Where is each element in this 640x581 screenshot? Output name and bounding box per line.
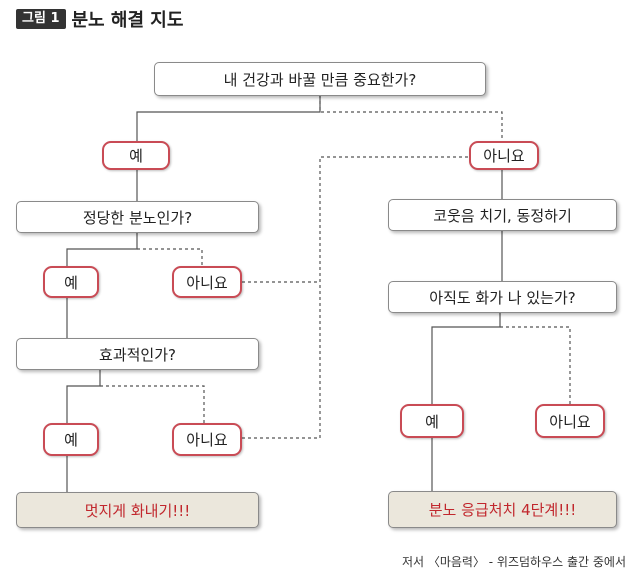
answer-no-pill-3: 아니요 [172,423,242,456]
answer-no-label: 아니요 [186,273,228,292]
answer-no-pill-4: 아니요 [535,404,605,438]
figure-label: 그림 1 [16,9,66,29]
connector-justified-no [137,248,203,266]
connector-no-merge-2 [242,282,321,439]
source-credit: 저서 〈마음력〉 - 위즈덤하우스 출간 중에서 [401,555,626,569]
answer-yes-label: 예 [64,273,78,292]
answer-yes-label: 예 [64,431,78,449]
question-effective-box: 효과적인가? [16,338,259,370]
connector-health-no [319,95,503,141]
connector-effective-yes [66,369,101,423]
answer-no-label: 아니요 [549,412,591,431]
answer-yes-label: 예 [425,412,439,431]
answer-yes-pill-2: 예 [43,266,99,298]
question-justified-text: 정당한 분노인가? [82,208,193,227]
question-justified-box: 정당한 분노인가? [16,201,259,233]
result-cool-text: 멋지게 화내기!!! [84,501,191,520]
answer-no-label: 아니요 [483,147,525,165]
question-health-text: 내 건강과 바꿀 만큼 중요한가? [223,70,417,89]
result-emergency-text: 분노 응급처치 4단계!!! [428,501,577,519]
connector-health-yes [136,95,321,141]
connector-still-no [500,326,571,404]
connector-no-merge-1 [242,156,469,283]
question-still-angry-text: 아직도 화가 나 있는가? [429,288,576,307]
result-cool-box: 멋지게 화내기!!! [16,492,259,528]
answer-yes-pill-4: 예 [400,404,464,438]
answer-yes-pill-1: 예 [102,141,170,170]
figure-header: 그림 1 분노 해결 지도 [16,7,183,31]
question-health-box: 내 건강과 바꿀 만큼 중요한가? [154,62,486,96]
figure-title: 분노 해결 지도 [71,10,184,31]
answer-yes-label: 예 [129,147,143,165]
result-emergency-box: 분노 응급처치 4단계!!! [388,491,617,528]
answer-yes-pill-3: 예 [43,423,99,456]
answer-no-pill-1: 아니요 [469,141,539,170]
question-still-angry-box: 아직도 화가 나 있는가? [388,281,617,313]
connector-still-yes [431,312,501,404]
answer-no-pill-2: 아니요 [172,266,242,298]
connector-justified-yes [66,232,138,266]
action-laugh-box: 코웃음 치기, 동정하기 [388,199,617,231]
connector-effective-no [100,385,205,423]
answer-no-label: 아니요 [186,431,228,449]
action-laugh-text: 코웃음 치기, 동정하기 [433,206,572,225]
question-effective-text: 효과적인가? [99,345,176,364]
